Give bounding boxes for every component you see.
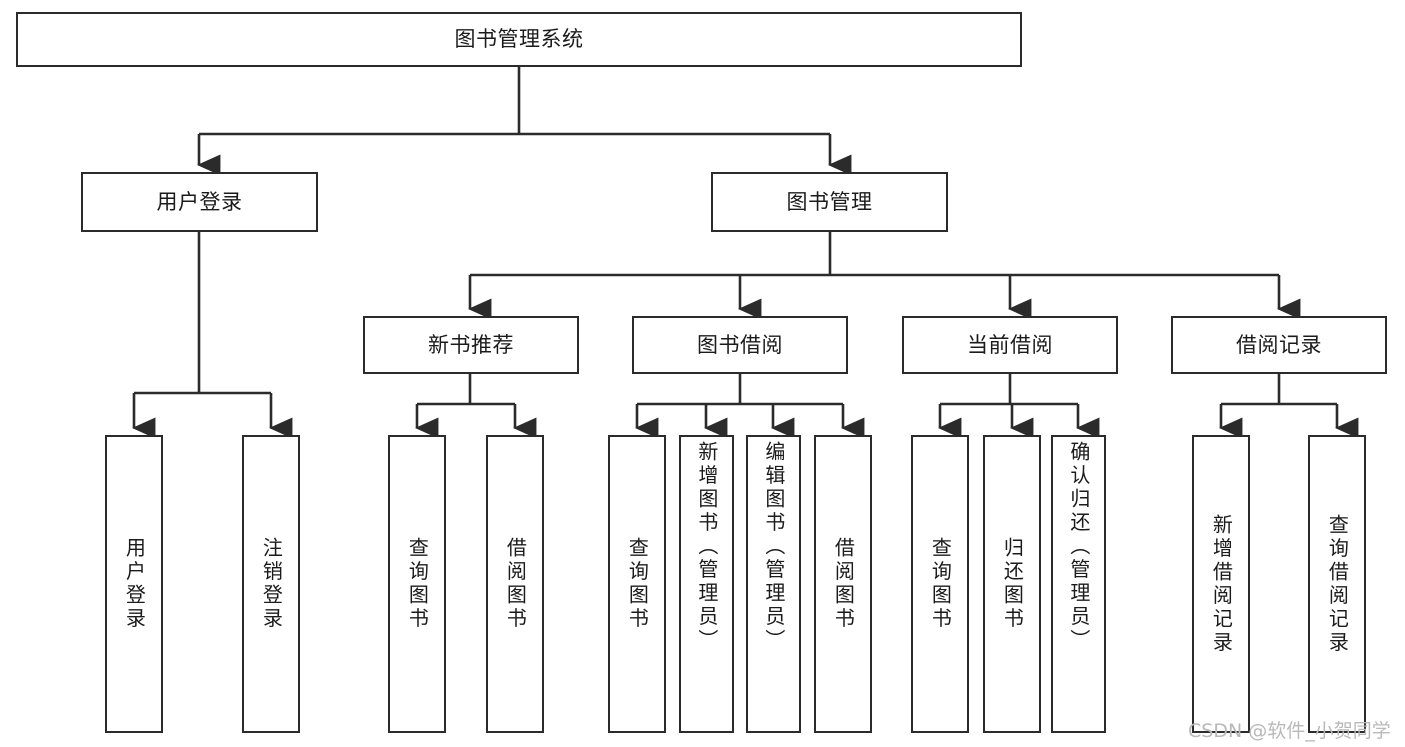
node-leaf-add-book-admin-label: 新增图书（管理员） bbox=[694, 441, 719, 653]
node-root-label: 图书管理系统 bbox=[454, 27, 584, 52]
node-leaf-confirm-return-admin-label: 确认归还（管理员） bbox=[1066, 441, 1091, 653]
node-book-manage[interactable]: 图书管理 bbox=[711, 172, 948, 232]
node-leaf-return-book[interactable]: 归还图书 bbox=[983, 435, 1041, 733]
node-book-borrow[interactable]: 图书借阅 bbox=[632, 316, 848, 374]
node-leaf-query-borrow-record[interactable]: 查询借阅记录 bbox=[1308, 435, 1366, 733]
node-user-login[interactable]: 用户登录 bbox=[81, 172, 318, 232]
node-leaf-edit-book-admin-label: 编辑图书（管理员） bbox=[761, 441, 786, 653]
node-leaf-query-book-2[interactable]: 查询图书 bbox=[608, 435, 666, 733]
node-leaf-query-book-2-label: 查询图书 bbox=[625, 537, 650, 631]
node-root[interactable]: 图书管理系统 bbox=[16, 12, 1022, 67]
node-leaf-add-borrow-record-label: 新增借阅记录 bbox=[1209, 513, 1234, 655]
node-leaf-query-book-3[interactable]: 查询图书 bbox=[911, 435, 969, 733]
node-leaf-query-borrow-record-label: 查询借阅记录 bbox=[1325, 513, 1350, 655]
node-leaf-edit-book-admin[interactable]: 编辑图书（管理员） bbox=[746, 435, 801, 733]
node-leaf-add-borrow-record[interactable]: 新增借阅记录 bbox=[1192, 435, 1250, 733]
node-leaf-add-book-admin[interactable]: 新增图书（管理员） bbox=[679, 435, 734, 733]
node-borrow-record[interactable]: 借阅记录 bbox=[1171, 316, 1387, 374]
csdn-watermark: CSDN @软件_小贺同学 bbox=[1188, 720, 1391, 742]
node-leaf-query-book-1-label: 查询图书 bbox=[405, 537, 430, 631]
node-user-login-label: 用户登录 bbox=[156, 189, 243, 214]
node-book-manage-label: 图书管理 bbox=[786, 189, 873, 214]
node-leaf-borrow-book-2-label: 借阅图书 bbox=[831, 537, 856, 631]
node-book-borrow-label: 图书借阅 bbox=[697, 332, 783, 357]
node-leaf-confirm-return-admin[interactable]: 确认归还（管理员） bbox=[1051, 435, 1106, 733]
node-leaf-logout-login-label: 注销登录 bbox=[259, 537, 284, 631]
node-leaf-borrow-book-1-label: 借阅图书 bbox=[503, 537, 528, 631]
node-borrow-record-label: 借阅记录 bbox=[1236, 332, 1322, 357]
node-leaf-user-login[interactable]: 用户登录 bbox=[105, 435, 163, 733]
node-new-book-recommend-label: 新书推荐 bbox=[428, 332, 514, 357]
node-leaf-query-book-3-label: 查询图书 bbox=[928, 537, 953, 631]
node-leaf-user-login-label: 用户登录 bbox=[122, 537, 147, 631]
node-new-book-recommend[interactable]: 新书推荐 bbox=[363, 316, 579, 374]
node-leaf-logout-login[interactable]: 注销登录 bbox=[242, 435, 300, 733]
node-current-borrow-label: 当前借阅 bbox=[967, 332, 1053, 357]
node-leaf-return-book-label: 归还图书 bbox=[1000, 537, 1025, 631]
node-current-borrow[interactable]: 当前借阅 bbox=[902, 316, 1118, 374]
node-leaf-borrow-book-1[interactable]: 借阅图书 bbox=[486, 435, 544, 733]
node-leaf-borrow-book-2[interactable]: 借阅图书 bbox=[814, 435, 872, 733]
node-leaf-query-book-1[interactable]: 查询图书 bbox=[388, 435, 446, 733]
